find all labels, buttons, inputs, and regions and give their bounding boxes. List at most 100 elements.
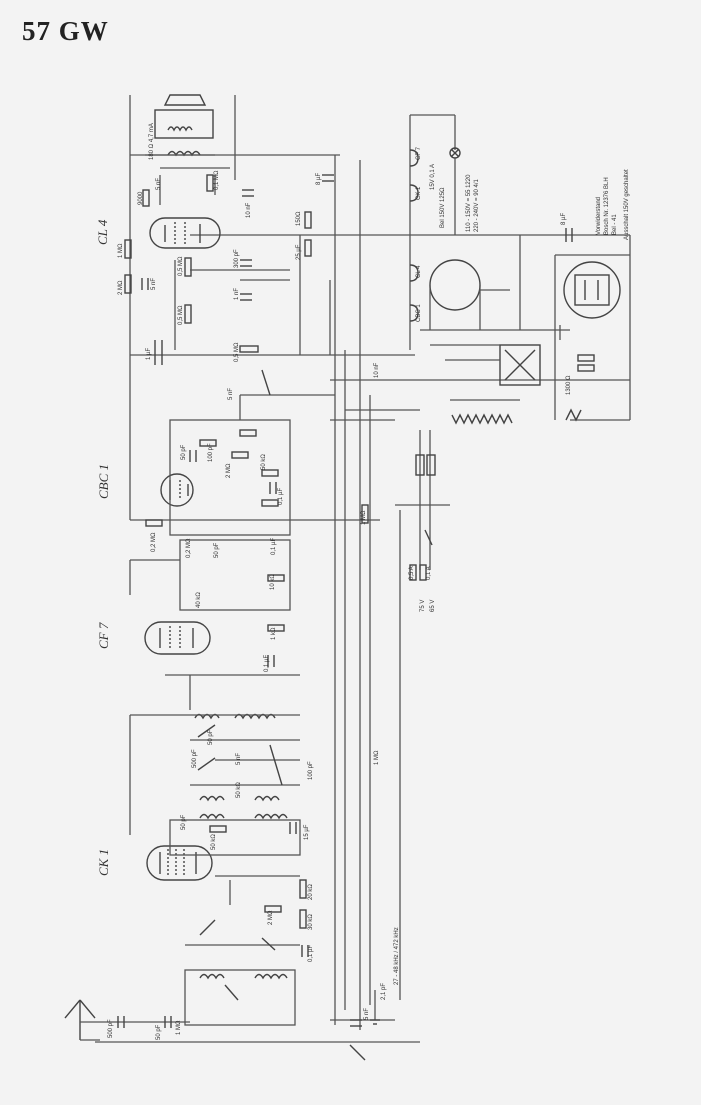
- label-r-det: 2 MΩ: [226, 463, 232, 478]
- label-r-cathode-cl4: 2 MΩ: [118, 280, 124, 295]
- fuse-2: [419, 564, 427, 581]
- rating-110v: 110 - 150V = 55 1220: [466, 174, 472, 232]
- label-c-main: 1 µF: [146, 348, 152, 360]
- filament-ck1-icon: [409, 184, 419, 202]
- tube-cf7: CF 7: [96, 539, 300, 710]
- antenna-note: 27 - 48 kHz / 472 kHz: [394, 927, 400, 985]
- filament-cbc1-icon: [409, 304, 419, 322]
- tube-cf7-envelope: [144, 621, 211, 655]
- label-r-cf7-cath: 1 kΩ: [271, 627, 277, 640]
- label-c-ck1: 15 µF: [304, 824, 310, 840]
- voltage-label-1: 75 V: [420, 600, 426, 612]
- label-r-ck1-1: 2 MΩ: [268, 910, 274, 925]
- voltage-label-2: 65 V: [430, 600, 436, 612]
- label-r-tone-1: 0,5 MΩ: [178, 256, 184, 276]
- label-r-cl4-screen: 150Ω: [296, 211, 302, 226]
- label-r-plate: 9000: [138, 191, 144, 205]
- tube-cf7-label: CF 7: [96, 622, 111, 649]
- rating-220v: 220 - 240V = 90 4/1: [474, 178, 480, 232]
- label-r-ant: 1 MΩ: [176, 1020, 182, 1035]
- rating-lamp: 15V 0,1 A: [430, 164, 436, 190]
- selector-switch: [499, 344, 541, 386]
- label-c-ant-2: 5 nF: [364, 1008, 370, 1020]
- label-c-cbc1-cath: 0,1 µF: [278, 488, 284, 505]
- label-r-osc: 50 kΩ: [236, 782, 242, 798]
- label-c-decouple: 300 pF: [234, 249, 240, 268]
- label-c-cf7-grid: 50 pF: [214, 542, 220, 558]
- label-r-ck1-grid: 50 kΩ: [211, 834, 217, 850]
- label-r-speaker: 0,1 MΩ: [214, 170, 220, 190]
- label-c-filter: 8 µF: [561, 213, 567, 225]
- note-line-3: Bel - 41: [612, 214, 618, 235]
- speaker-output-section: [145, 94, 230, 205]
- label-c-volume: 5 nF: [228, 388, 234, 400]
- note-line-1: Vorwiderstand: [596, 197, 602, 235]
- label-r-tone-2: 0,5 MΩ: [178, 305, 184, 325]
- label-r-agc: 50 kΩ: [261, 454, 267, 470]
- label-r-load: 180 Ω 4,7 mA: [149, 123, 155, 160]
- filament-resistor-2: [426, 454, 436, 476]
- label-c-coupling: 10 nF: [246, 202, 252, 218]
- fuse-label-1: 0,5 A: [409, 566, 415, 580]
- label-c-agc: 50 pF: [181, 444, 187, 460]
- power-ratings-text: 15V 0,1 A Bel 150V 125Ω 110 - 150V = 55 …: [430, 164, 480, 232]
- label-c-agc-line: 2,1 pF: [381, 983, 387, 1000]
- filament-label-ck1: CK 1: [416, 186, 422, 200]
- label-c-cl4-screen: 25 µF: [296, 244, 302, 260]
- label-c-osc-1: 5 nF: [236, 753, 242, 765]
- speaker-icon: [163, 94, 207, 106]
- label-c-osc-4: 100 pF: [308, 761, 314, 780]
- tube-ck1-envelope: [146, 845, 213, 881]
- tube-cbc1-label: CBC 1: [96, 464, 111, 499]
- rating-bel: Bel 150V 125Ω: [440, 187, 446, 228]
- label-c-osc-2: 500 pF: [192, 749, 198, 768]
- ballast-resistor-icon: [565, 408, 582, 422]
- label-c-osc-3: 50 pF: [208, 729, 214, 745]
- tube-cl4-label: CL 4: [95, 219, 110, 245]
- resistor-note-text: Vorwiderstand Bosch Nr. 12376 BLH Bel - …: [596, 169, 630, 240]
- supply-rails: [95, 95, 630, 1043]
- if-coils: [129, 713, 300, 835]
- label-r-if: 10 kΩ: [270, 574, 276, 590]
- label-c-ck1-grid: 50 pF: [181, 814, 187, 830]
- filament-label-cbc1: CBC 1: [416, 304, 422, 322]
- rectifier-tube-icon: [563, 261, 621, 319]
- label-c-electrolytic-1: 8 µF: [316, 173, 322, 185]
- tube-ck1: CK 1: [96, 819, 307, 929]
- label-c-cathode-cl4: 5 nF: [151, 278, 157, 290]
- fuse-voltage-labels: 0,5 A 0,1 A 75 V 65 V: [409, 566, 436, 612]
- fuse-label-2: 0,1 A: [426, 566, 432, 580]
- filament-cl4-icon: [409, 264, 419, 282]
- label-r-dial: 1300 Ω: [566, 375, 572, 395]
- motor-rectifier-icon: [429, 259, 481, 311]
- tube-ck1-label: CK 1: [96, 849, 111, 876]
- power-supply-section: [395, 114, 631, 1000]
- antenna-input-section: [64, 919, 380, 1061]
- note-line-2: Bosch Nr. 12376 BLH: [604, 177, 610, 235]
- filament-label-cl4: CL 4: [416, 265, 422, 278]
- label-c-output: 5 nF: [156, 178, 162, 190]
- label-c-det: 100 pF: [208, 443, 214, 462]
- label-r-volume: 0,5 MΩ: [234, 342, 240, 362]
- label-r-cbc1-grid: 0,2 MΩ: [151, 532, 157, 552]
- label-c-ant-3: 50 pF: [156, 1024, 162, 1040]
- label-r-ck1-2: 20 kΩ: [308, 884, 314, 900]
- label-c-ck1-2: 0,1 µF: [308, 945, 314, 962]
- label-c-cf7-cath: 0,1 µF: [264, 655, 270, 672]
- label-r-mixer: 1 MΩ: [374, 750, 380, 765]
- label-r-cf7-screen: 40 kΩ: [196, 592, 202, 608]
- page-title: 57 GW: [22, 16, 109, 46]
- fuse-1: [409, 564, 417, 581]
- filament-cf7-icon: [409, 149, 419, 167]
- label-c-ef: 10 nF: [374, 362, 380, 378]
- filament-resistor-1: [415, 454, 425, 476]
- label-c-ant-1: 500 pF: [108, 1019, 114, 1038]
- label-r-cbc1-cath: 1 MΩ: [361, 510, 367, 525]
- tube-cl4-envelope: [149, 217, 221, 249]
- component-value-labels: 5 nF 10 nF 9000 180 Ω 4,7 mA 0,1 MΩ 8 µF…: [108, 123, 572, 1040]
- filament-labels: CF 7 CK 1 CL 4 CBC 1: [416, 146, 422, 322]
- label-c-tone: 1 nF: [234, 288, 240, 300]
- filament-label-cf7: CF 7: [416, 146, 422, 160]
- tube-cl4: CL 4: [95, 174, 334, 365]
